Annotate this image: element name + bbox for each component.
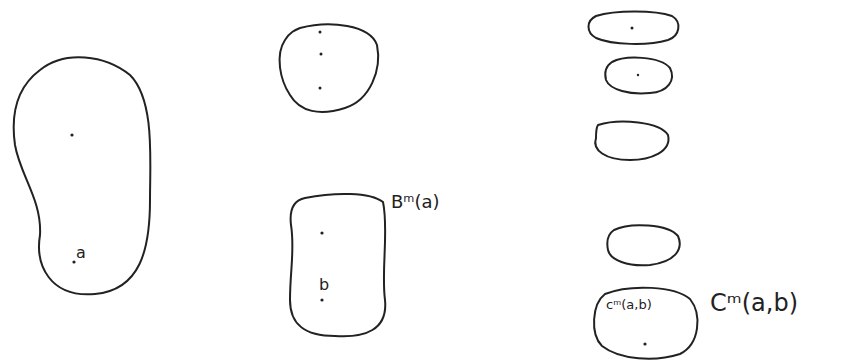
- blob-outline: [589, 12, 679, 44]
- blob-region: cᵐ(a,b)Cᵐ(a,b): [590, 284, 702, 360]
- point-dot: [320, 231, 323, 234]
- point-dot: [319, 31, 322, 34]
- point-dot: [320, 298, 323, 301]
- point-dot: [643, 342, 646, 345]
- blob-outline: [14, 57, 151, 294]
- point-dot: [631, 27, 634, 30]
- point-dot: [320, 53, 323, 56]
- point-label: b: [319, 276, 329, 294]
- blob-outline: [605, 58, 672, 94]
- point-dot: [72, 260, 75, 263]
- region-label: Cᵐ(a,b): [710, 290, 798, 316]
- point-label: a: [76, 244, 86, 262]
- blob-outline: [285, 190, 390, 340]
- blob-outline: [607, 225, 679, 265]
- point-dot: [637, 74, 639, 76]
- blob-outline: [280, 24, 379, 112]
- blob-outline: [290, 194, 385, 336]
- blob-region: a: [10, 50, 155, 295]
- region-label: Bᵐ(a): [391, 192, 440, 212]
- point-dot: [70, 133, 73, 136]
- blob-outline: [590, 284, 702, 360]
- point-label: cᵐ(a,b): [606, 298, 652, 312]
- point-dot: [319, 87, 322, 90]
- blob-region: bBᵐ(a): [285, 190, 390, 340]
- blob-outline: [594, 288, 697, 359]
- blob-outline: [595, 122, 668, 160]
